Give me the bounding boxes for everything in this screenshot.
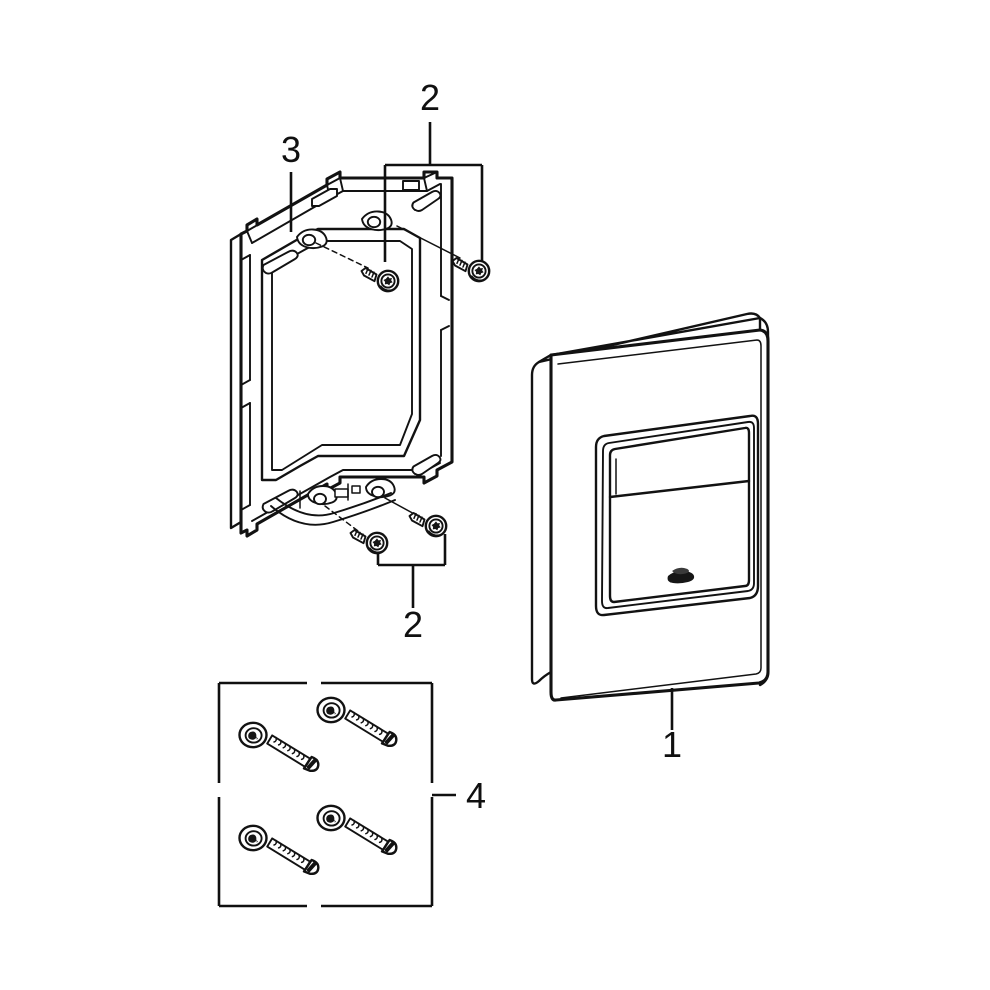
frame-inner-aperture xyxy=(260,227,422,482)
callout-4-label: 4 xyxy=(466,775,486,816)
fixing-set-box[interactable] xyxy=(217,681,434,908)
frame-right-flange xyxy=(440,176,454,464)
torx-screw-upper-right xyxy=(451,256,491,283)
callout-3: 3 xyxy=(281,129,301,232)
frame-top-rail xyxy=(246,171,441,244)
fixing-set-box-border xyxy=(217,681,434,908)
brand-logo-mark xyxy=(667,567,695,584)
callout-4: 4 xyxy=(432,775,486,816)
callout-1: 1 xyxy=(662,688,682,765)
oblong-slot-bottom-right xyxy=(411,454,442,476)
callout-2-top-label: 2 xyxy=(420,77,440,118)
oblong-slot-top-right xyxy=(411,190,442,212)
plug-screw-pair-1 xyxy=(238,721,320,773)
mounting-screws-upper[interactable] xyxy=(315,225,491,293)
button-split-line xyxy=(608,479,751,499)
mounting-frame[interactable] xyxy=(229,170,454,538)
plug-screw-pair-2 xyxy=(316,696,398,748)
callout-1-label: 1 xyxy=(662,724,682,765)
callout-2-bottom-label: 2 xyxy=(403,604,423,645)
plate-bezel-inner-line xyxy=(557,339,762,699)
mounting-screws-lower[interactable] xyxy=(324,497,448,555)
screw-boss-upper-left xyxy=(296,228,328,250)
callout-3-label: 3 xyxy=(281,129,301,170)
torx-screw-lower-right xyxy=(408,511,448,538)
plug-screw-pair-3 xyxy=(238,824,320,876)
oblong-slot-top-left xyxy=(261,249,299,275)
screw-boss-lower-right xyxy=(365,478,396,499)
frame-left-flange xyxy=(240,254,251,511)
push-button-panel[interactable] xyxy=(608,426,751,604)
flush-actuation-plate[interactable] xyxy=(530,312,770,702)
screw-boss-lower-left xyxy=(307,485,338,506)
callout-2-top: 2 xyxy=(383,77,484,262)
plate-edge-thickness xyxy=(530,353,553,685)
callout-2-bottom: 2 xyxy=(376,534,447,645)
torx-screw-lower-left xyxy=(349,528,389,555)
screw-boss-upper-right xyxy=(361,210,393,232)
frame-lower-lugs xyxy=(299,483,361,509)
plug-screw-pair-4 xyxy=(316,804,398,856)
